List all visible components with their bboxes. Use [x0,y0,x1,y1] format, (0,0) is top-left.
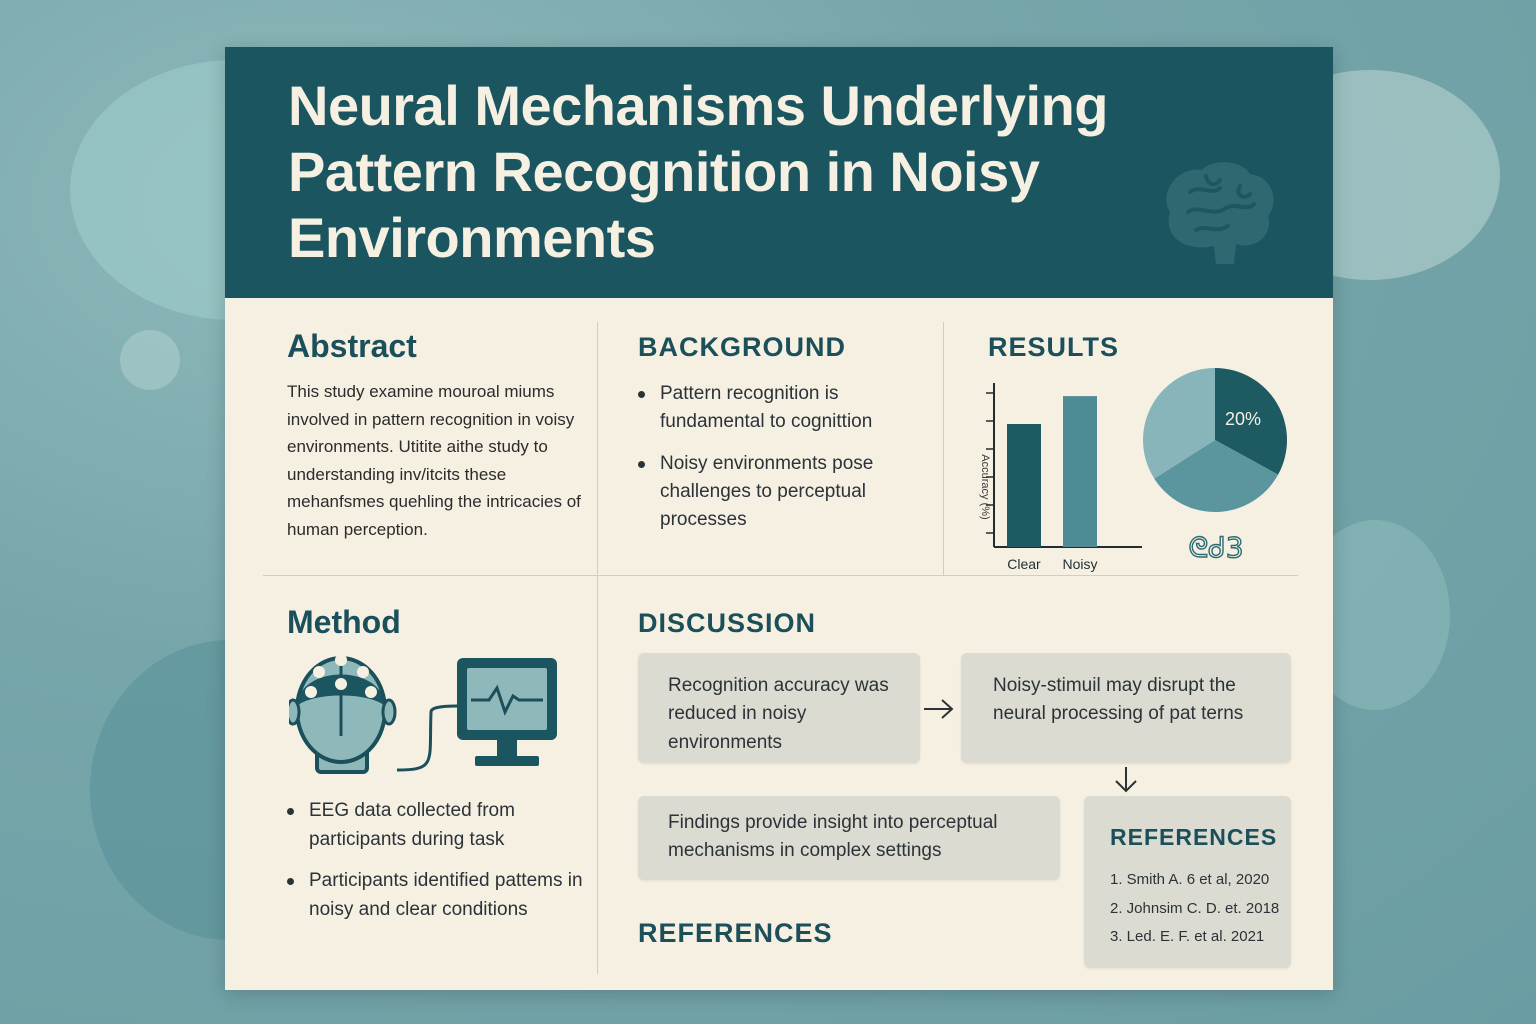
list-item: Pattern recognition is fundamental to co… [638,380,918,436]
reference-item: 1. Smith A. 6 et al, 2020 [1110,871,1270,888]
legend-glyph-text: ᘓᑯ3 [1188,531,1243,564]
brain-icon [1166,162,1274,264]
divider-vertical [597,322,598,974]
discussion-box: Noisy-stimuil may disrupt the neural pro… [961,653,1291,763]
bar-noisy [1063,396,1097,547]
discussion-text: Findings provide insight into perceptual… [668,812,998,862]
references-box: REFERENCES 1. Smith A. 6 et al, 2020 2. … [1084,796,1291,968]
pie-slice [1143,368,1215,479]
background-list: Pattern recognition is fundamental to co… [638,380,918,548]
arrow-right-icon [924,699,954,719]
list-item: EEG data collected from participants dur… [287,797,587,854]
results-heading: RESULTS [988,332,1120,362]
divider-horizontal [263,575,1298,576]
eeg-illustration [289,654,557,774]
pie-slice [1154,440,1279,512]
pie-chart: 20% [1143,368,1287,512]
list-item: Participants identified pattems in noisy… [287,867,587,924]
discussion-box: Recognition accuracy was reduced in nois… [638,653,920,763]
x-tick-label: Noisy [1062,556,1097,572]
head-with-electrodes-icon [289,654,397,774]
discussion-heading: DISCUSSION [638,608,817,638]
method-list: EEG data collected from participants dur… [287,797,587,937]
bar-clear [1007,424,1041,547]
references-heading: REFERENCES [638,918,833,948]
pie-label: 20% [1225,409,1261,429]
monitor-icon [457,658,557,766]
background-heading: BACKGROUND [638,332,846,362]
bg-blob [120,330,180,390]
legend-squiggle: ᘓᑯ3 [1188,530,1245,564]
references-list: 1. Smith A. 6 et al, 2020 2. Johnsim C. … [1110,866,1279,952]
poster-title: Neural Mechanisms Underlying Pattern Rec… [288,74,1109,269]
arrow-down-icon [1115,767,1137,793]
poster: Neural Mechanisms Underlying Pattern Rec… [225,47,1333,990]
method-heading: Method [287,604,401,640]
discussion-box: Findings provide insight into perceptual… [638,796,1060,880]
references-box-heading: REFERENCES [1110,824,1278,850]
y-axis-label: Accuracy (%) [979,454,991,519]
reference-item: 2. Johnsim C. D. et. 2018 [1110,899,1280,917]
abstract-heading: Abstract [287,328,417,364]
reference-item: 3. Led. E. F. et al. 2021 [1110,928,1265,945]
divider-vertical [943,322,944,575]
discussion-text: Recognition accuracy was reduced in nois… [668,675,889,753]
bar-chart: Clear Noisy Accuracy (%) [979,383,1142,572]
list-item: Noisy environments pose challenges to pe… [638,450,918,534]
x-tick-label: Clear [1007,556,1041,572]
pie-slice [1215,368,1287,475]
poster-header: Neural Mechanisms Underlying Pattern Rec… [225,47,1333,298]
discussion-text: Noisy-stimuil may disrupt the neural pro… [993,675,1244,725]
abstract-text: This study examine mouroal miums involve… [287,382,581,539]
